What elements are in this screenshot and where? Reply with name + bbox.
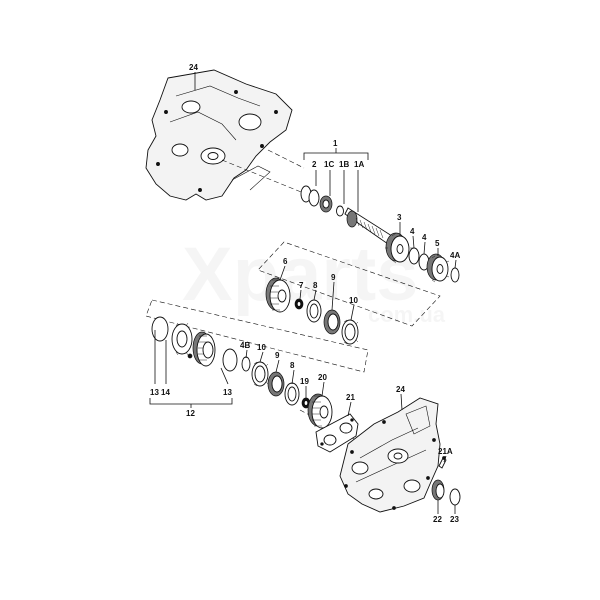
label-24-upper: 24 xyxy=(189,63,198,72)
label-14: 14 xyxy=(161,388,170,397)
label-23: 23 xyxy=(450,515,459,524)
label-1a: 1A xyxy=(354,160,364,169)
transmission-housing-upper[interactable] xyxy=(145,69,293,201)
circlip-4b[interactable] xyxy=(241,356,251,372)
label-4b: 4B xyxy=(240,341,250,350)
synchro-ring-8b[interactable] xyxy=(284,382,300,406)
washer-4-left[interactable] xyxy=(408,247,420,265)
seal-22[interactable] xyxy=(431,479,445,501)
label-8-lower: 8 xyxy=(290,361,295,370)
circlip-4a[interactable] xyxy=(450,267,460,283)
label-20: 20 xyxy=(318,373,327,382)
label-24-lower: 24 xyxy=(396,385,405,394)
label-1: 1 xyxy=(333,139,338,148)
synchro-ring-8a[interactable] xyxy=(306,299,322,323)
label-13-right: 13 xyxy=(223,388,232,397)
gear-6[interactable] xyxy=(265,277,291,313)
bearing-plate-21[interactable] xyxy=(315,413,359,453)
label-21: 21 xyxy=(346,393,355,402)
ring-1b[interactable] xyxy=(336,205,344,217)
circlip-13-right[interactable] xyxy=(222,348,238,372)
transmission-housing-lower[interactable] xyxy=(339,397,441,513)
label-7: 7 xyxy=(299,281,304,290)
synchro-ring-10b[interactable] xyxy=(251,361,269,387)
label-4a: 4A xyxy=(450,251,460,260)
label-9-upper: 9 xyxy=(331,273,336,282)
bracket-1 xyxy=(303,148,369,212)
synchro-hub-14[interactable] xyxy=(171,322,193,356)
label-13-left: 13 xyxy=(150,388,159,397)
label-6: 6 xyxy=(283,257,288,266)
synchro-ring-9b[interactable] xyxy=(267,371,285,397)
label-5: 5 xyxy=(435,239,440,248)
watermark-sub: com.ua xyxy=(368,302,446,327)
circlip-13-left[interactable] xyxy=(151,316,169,342)
label-2: 2 xyxy=(312,160,317,169)
label-1b: 1B xyxy=(339,160,349,169)
circlip-23[interactable] xyxy=(449,488,461,506)
gear-5[interactable] xyxy=(426,253,450,283)
synchro-ring-9a[interactable] xyxy=(323,309,341,335)
label-19: 19 xyxy=(300,377,309,386)
label-3: 3 xyxy=(397,213,402,222)
assembly-line-upper xyxy=(221,159,307,195)
label-9-lower: 9 xyxy=(275,351,280,360)
bearing-2[interactable] xyxy=(300,185,320,207)
gear-20[interactable] xyxy=(307,393,333,429)
group-outline-12 xyxy=(145,299,369,373)
detent-ball[interactable] xyxy=(187,353,193,359)
label-10-upper: 10 xyxy=(349,296,358,305)
synchro-ring-10a[interactable] xyxy=(341,319,359,345)
group-outline-gears xyxy=(257,241,441,327)
label-4-first: 4 xyxy=(410,227,415,236)
label-4-second: 4 xyxy=(422,233,427,242)
label-22: 22 xyxy=(433,515,442,524)
label-21a: 21A xyxy=(438,447,453,456)
gear-3[interactable] xyxy=(385,232,413,264)
label-1c: 1C xyxy=(324,160,334,169)
input-shaft-1a[interactable] xyxy=(344,207,393,245)
needle-bearing-7[interactable] xyxy=(294,298,304,310)
assembly-line-upper-2 xyxy=(267,149,305,169)
leader-lines xyxy=(149,72,457,514)
seal-1c[interactable] xyxy=(319,195,333,213)
sliding-sleeve[interactable] xyxy=(192,331,216,367)
label-12: 12 xyxy=(186,409,195,418)
label-8-upper: 8 xyxy=(313,281,318,290)
label-10-lower: 10 xyxy=(257,343,266,352)
